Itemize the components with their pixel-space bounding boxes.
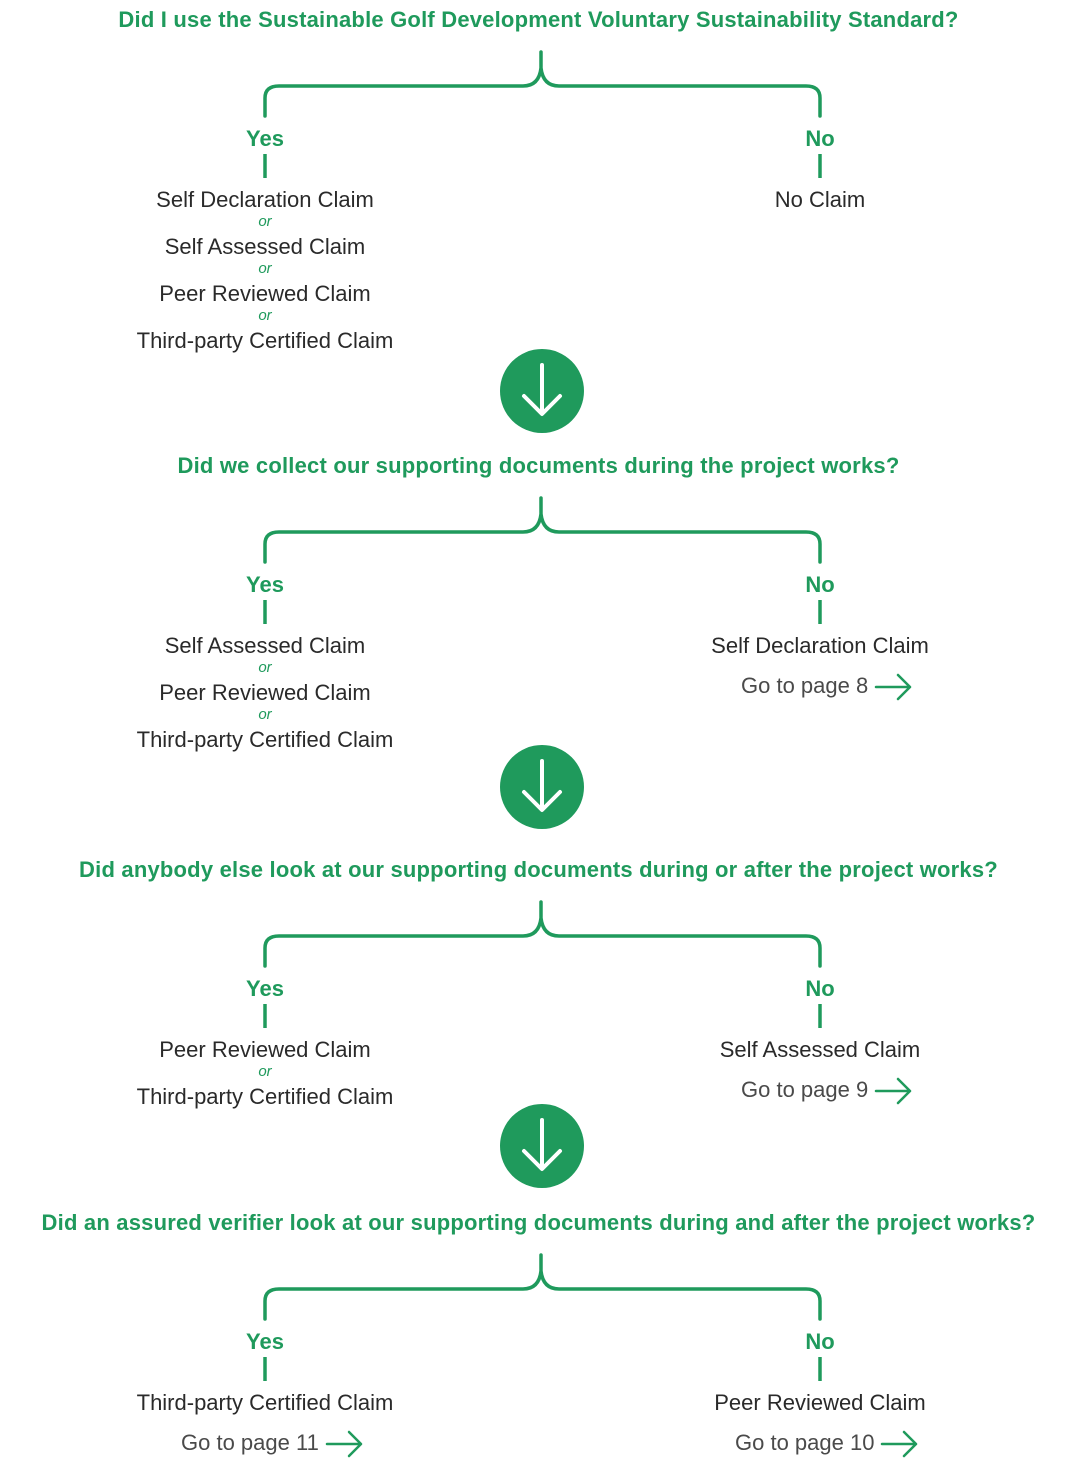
no-claim: Peer Reviewed Claim [714, 1390, 926, 1415]
right-arrow-icon [874, 673, 912, 701]
question-heading: Did an assured verifier look at our supp… [41, 1210, 1036, 1235]
branch-brace [263, 1253, 822, 1381]
no-claim: Self Assessed Claim [719, 1037, 921, 1062]
yes-claim: Self Declaration Claim [156, 187, 374, 212]
or-connector: or [258, 213, 272, 230]
goto-text: Go to page 11 [181, 1429, 319, 1455]
yes-claim: Third-party Certified Claim [136, 727, 394, 752]
right-arrow-icon [881, 1430, 918, 1458]
goto-text: Go to page 8 [741, 672, 869, 698]
question-heading: Did we collect our supporting documents … [177, 453, 900, 478]
or-connector: or [258, 659, 272, 676]
question-heading: Did I use the Sustainable Golf Developme… [118, 7, 959, 32]
no-label: No [805, 976, 835, 1001]
yes-label: Yes [246, 976, 284, 1001]
yes-label: Yes [246, 126, 284, 151]
go-to-page-link[interactable]: Go to page 8 [741, 672, 914, 702]
or-connector: or [258, 1063, 272, 1080]
yes-claim: Self Assessed Claim [164, 633, 366, 658]
yes-claim: Third-party Certified Claim [136, 1084, 394, 1109]
branch-brace [263, 50, 822, 178]
right-arrow-icon [325, 1430, 363, 1458]
yes-label: Yes [246, 572, 284, 597]
no-label: No [805, 1329, 835, 1354]
down-arrow-circle-icon [500, 1104, 584, 1188]
branch-brace [263, 496, 822, 624]
no-claim: No Claim [774, 187, 866, 212]
yes-claim: Third-party Certified Claim [136, 328, 394, 353]
no-claim: Self Declaration Claim [711, 633, 929, 658]
down-arrow-circle-icon [500, 745, 584, 829]
down-arrow-circle-icon [500, 349, 584, 433]
or-connector: or [258, 307, 272, 324]
go-to-page-link[interactable]: Go to page 11 [181, 1429, 365, 1459]
yes-claim: Peer Reviewed Claim [159, 680, 371, 705]
yes-claim: Self Assessed Claim [164, 234, 366, 259]
go-to-page-link[interactable]: Go to page 9 [741, 1076, 914, 1106]
no-label: No [805, 572, 835, 597]
branch-brace [263, 900, 822, 1028]
goto-text: Go to page 10 [735, 1429, 875, 1455]
yes-claim: Peer Reviewed Claim [159, 1037, 371, 1062]
or-connector: or [258, 260, 272, 277]
right-arrow-icon [874, 1077, 912, 1105]
question-heading: Did anybody else look at our supporting … [79, 857, 998, 882]
go-to-page-link[interactable]: Go to page 10 [735, 1429, 920, 1459]
yes-label: Yes [246, 1329, 284, 1354]
no-label: No [805, 126, 835, 151]
yes-claim: Peer Reviewed Claim [159, 281, 371, 306]
goto-text: Go to page 9 [741, 1076, 869, 1102]
yes-claim: Third-party Certified Claim [136, 1390, 394, 1415]
or-connector: or [258, 706, 272, 723]
